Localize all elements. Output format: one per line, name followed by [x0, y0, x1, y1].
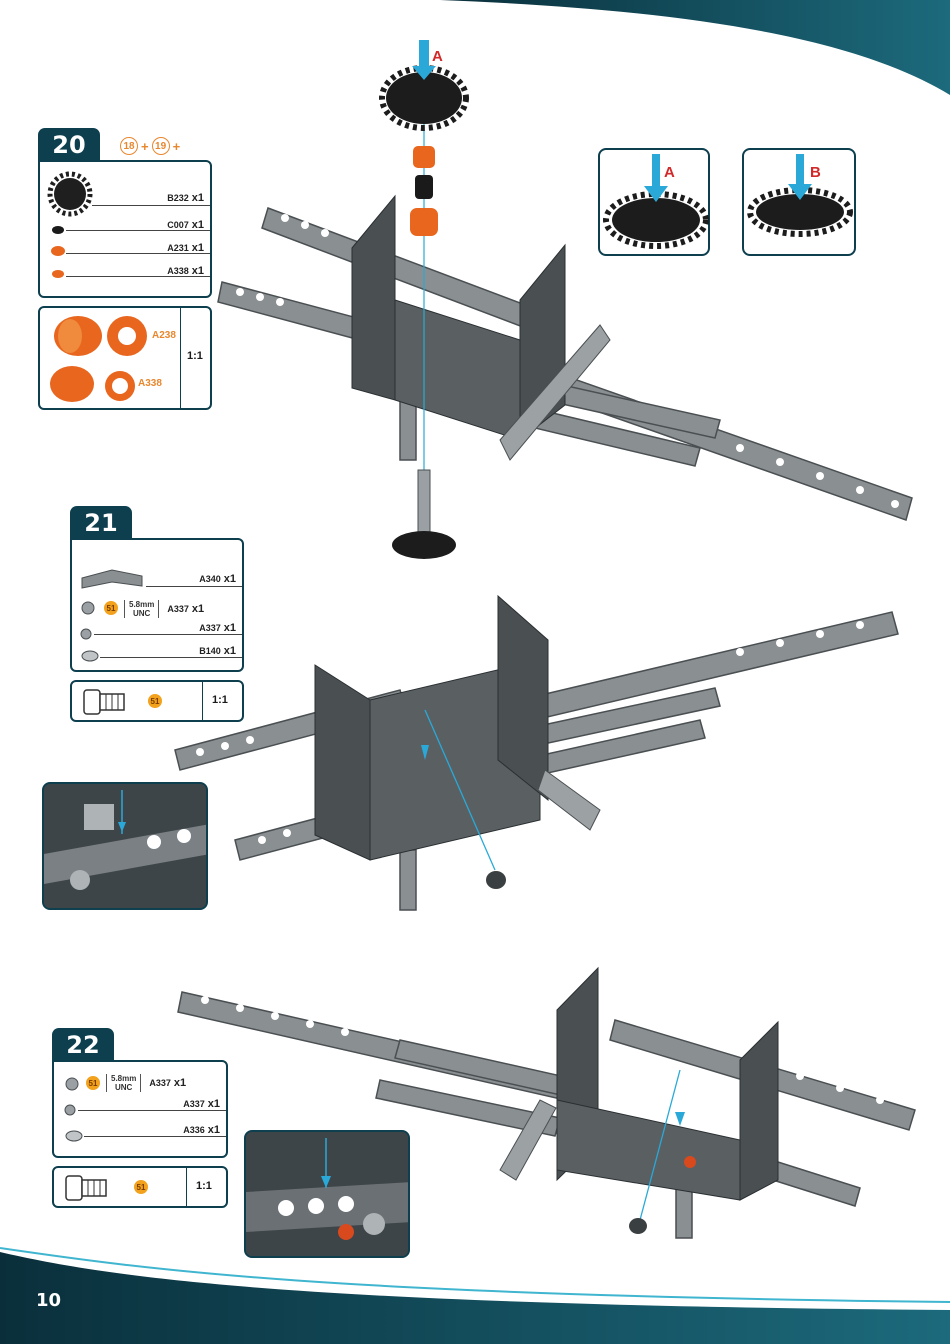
arrow-down-icon [675, 1112, 685, 1126]
bolt-icon [629, 1218, 647, 1234]
base-plate [557, 1100, 740, 1200]
bracket-plate [740, 1022, 778, 1200]
page-number: 10 [36, 1290, 61, 1311]
